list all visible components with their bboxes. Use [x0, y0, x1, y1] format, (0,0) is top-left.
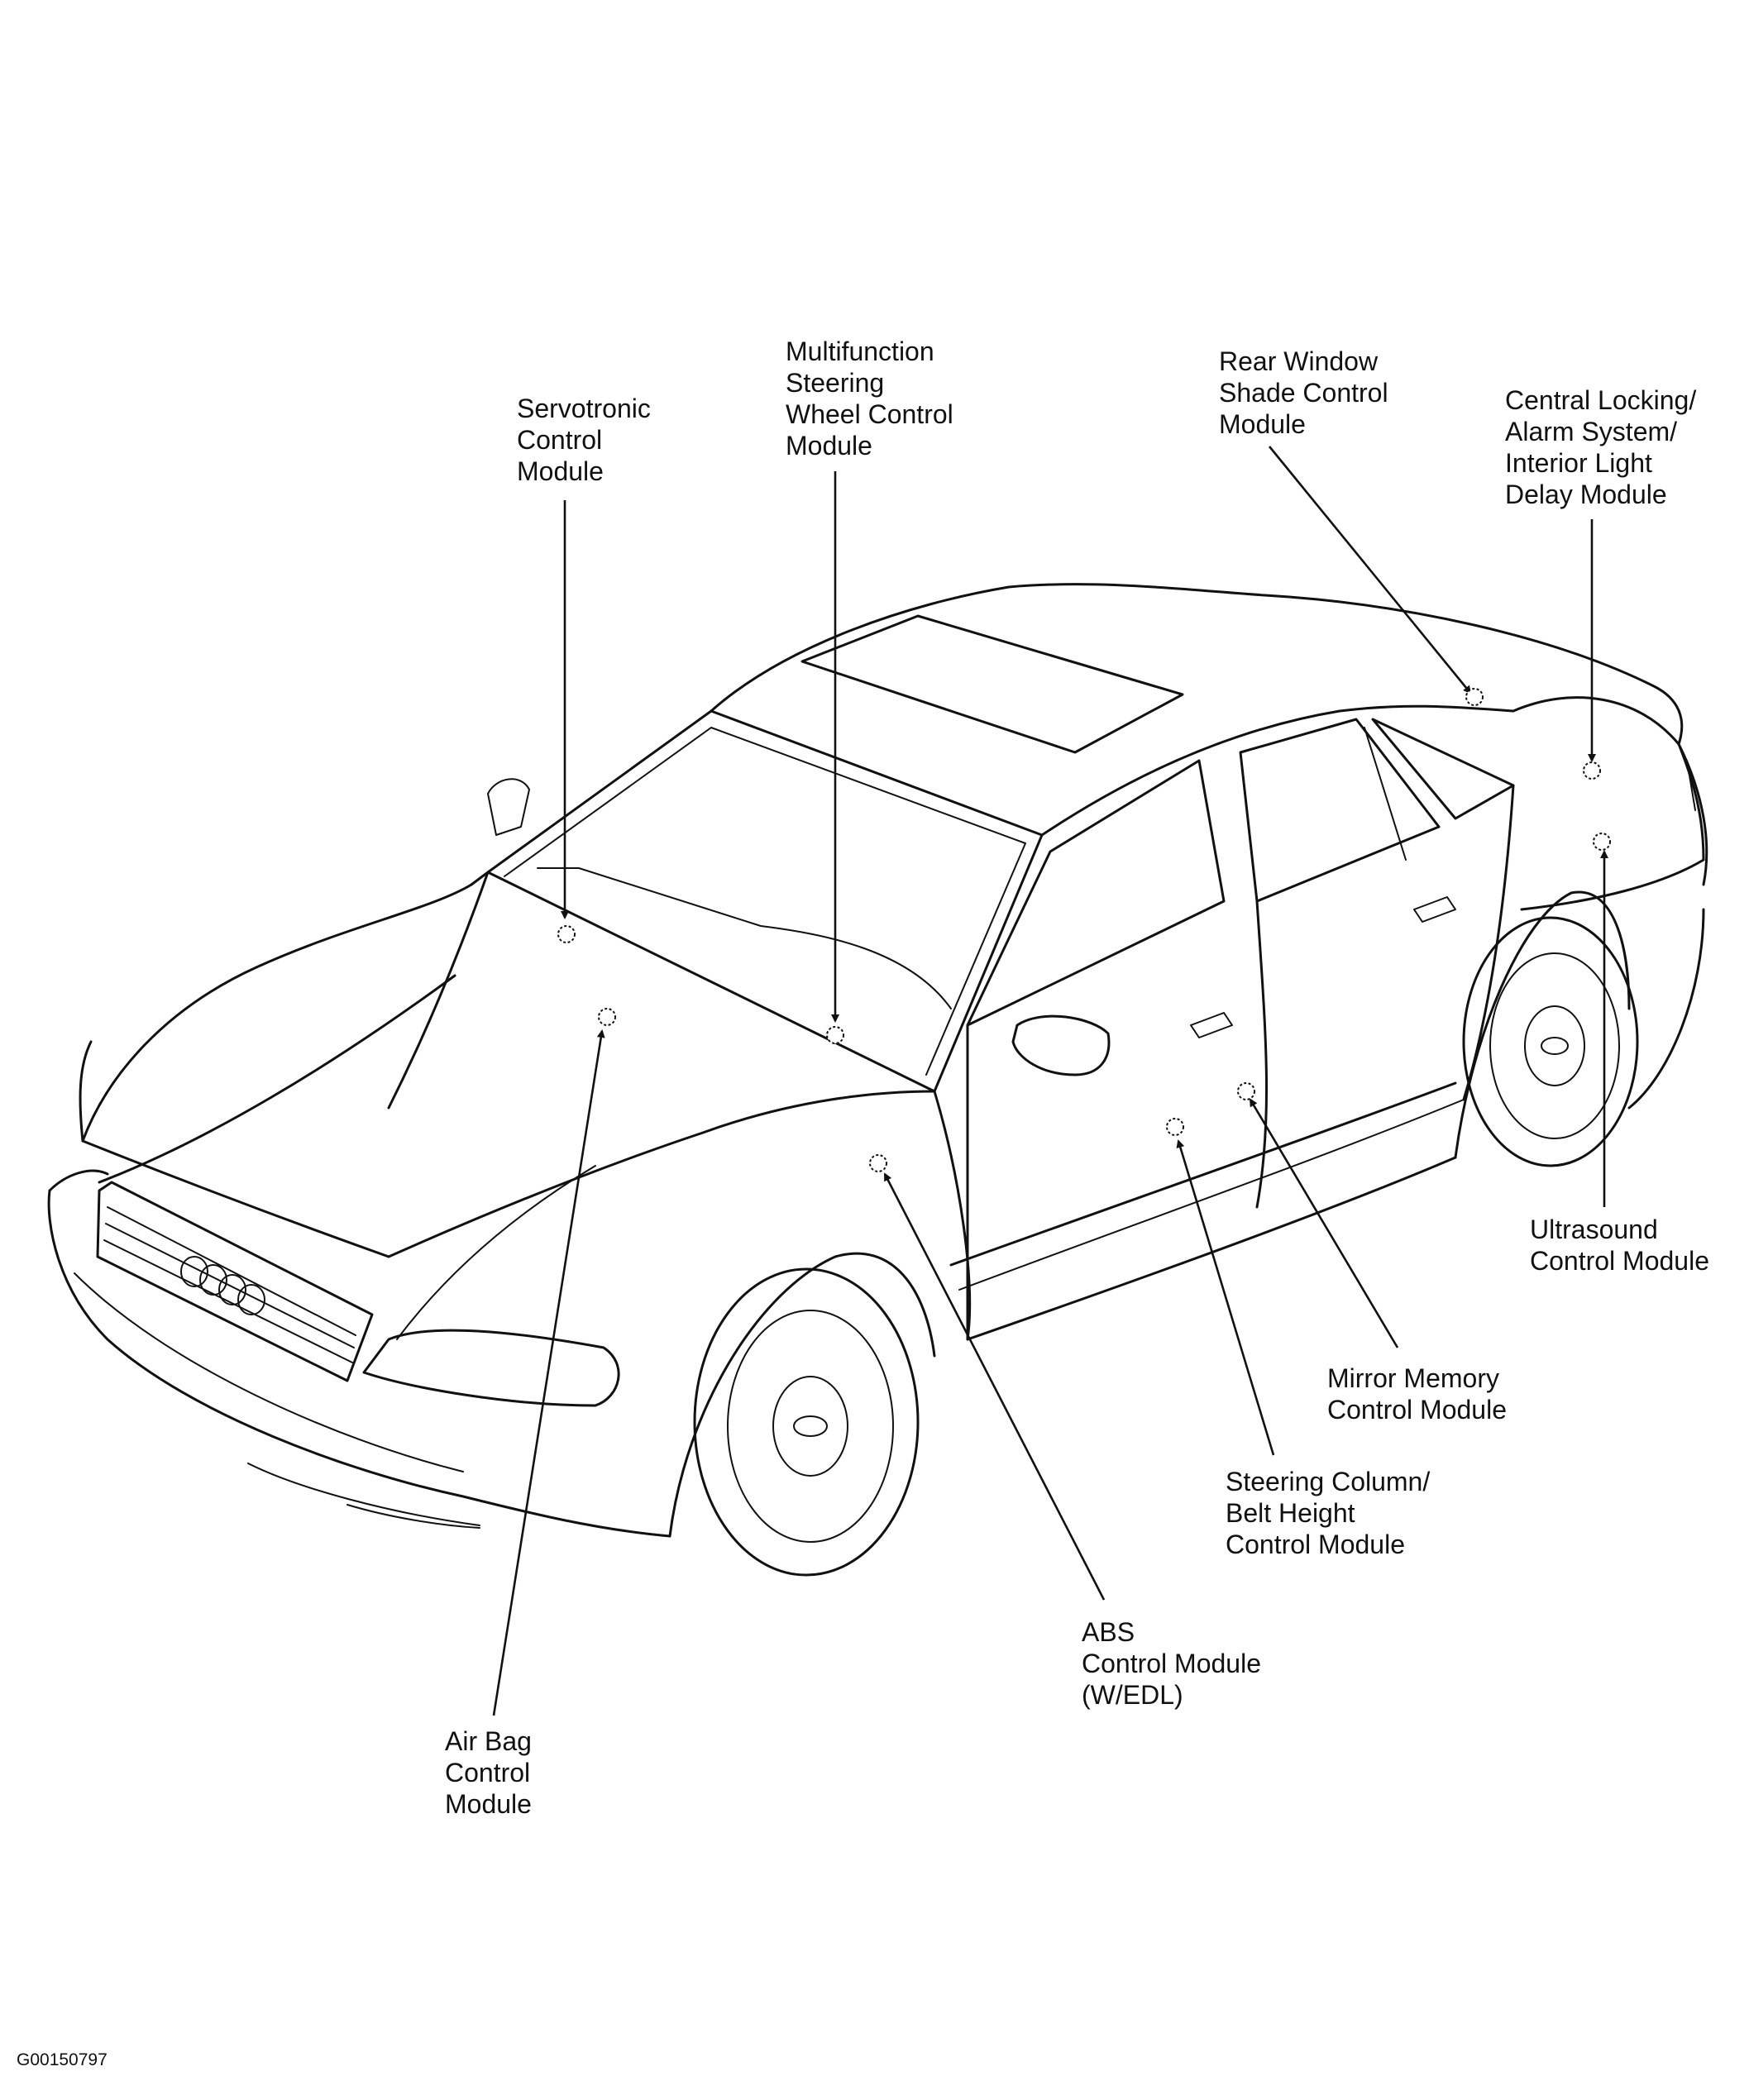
marker-servotronic: [557, 925, 576, 943]
label-servotronic: Servotronic Control Module: [517, 394, 651, 486]
marker-mirror-memory: [1237, 1082, 1255, 1100]
module-markers: [557, 688, 1611, 1172]
marker-multifunction: [826, 1026, 844, 1044]
label-abs: ABS Control Module (W/EDL): [1082, 1617, 1261, 1710]
label-air-bag: Air Bag Control Module: [445, 1726, 532, 1819]
marker-air-bag: [598, 1008, 616, 1026]
leader-lines: [492, 446, 1608, 1716]
label-central-locking: Central Locking/ Alarm System/ Interior …: [1505, 385, 1697, 509]
car-outline: [47, 583, 1708, 1577]
leader-abs: [883, 1172, 1106, 1601]
figure-code: G00150797: [17, 2050, 108, 2069]
label-rear-window: Rear Window Shade Control Module: [1219, 346, 1388, 439]
leader-rear-window: [1268, 446, 1472, 694]
leader-mirror-memory: [1249, 1098, 1399, 1348]
label-ultrasound: Ultrasound Control Module: [1530, 1215, 1709, 1276]
label-mirror-memory: Mirror Memory Control Module: [1327, 1363, 1507, 1425]
leader-steering-column: [1176, 1139, 1275, 1456]
leader-air-bag: [492, 1029, 605, 1716]
marker-abs: [869, 1154, 887, 1172]
marker-central-locking: [1583, 761, 1601, 780]
label-steering-column: Steering Column/ Belt Height Control Mod…: [1226, 1467, 1431, 1559]
label-multifunction: Multifunction Steering Wheel Control Mod…: [786, 336, 953, 461]
marker-rear-window: [1465, 688, 1484, 706]
marker-steering-column: [1166, 1118, 1184, 1136]
marker-ultrasound: [1593, 833, 1611, 851]
